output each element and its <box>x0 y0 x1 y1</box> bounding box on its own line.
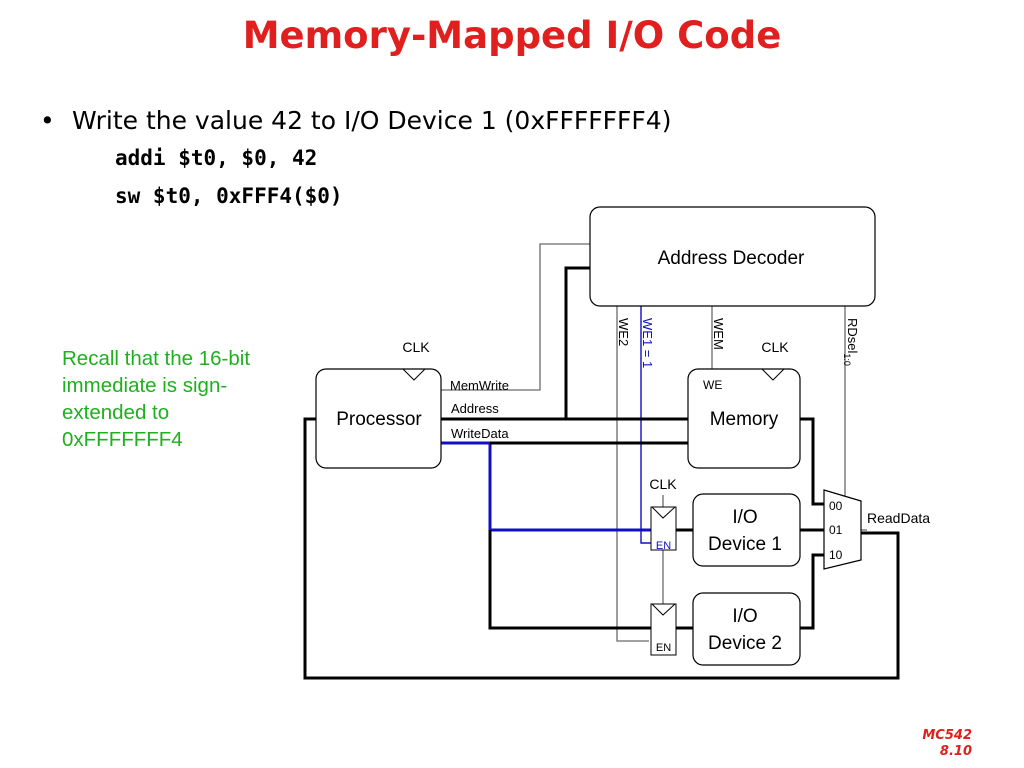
memory-clk-triangle <box>761 368 785 381</box>
io1-register-clk-triangle <box>651 506 676 519</box>
memory-label: Memory <box>710 409 779 430</box>
address-label: Address <box>451 401 499 416</box>
address-decoder-block <box>589 206 876 307</box>
we1-wire <box>640 306 651 544</box>
memory-block <box>687 368 801 469</box>
processor-clk-triangle <box>402 368 426 381</box>
active-wires <box>441 306 651 544</box>
io2-readdata <box>800 553 824 630</box>
code-line-addi: addi $t0, $0, 42 <box>115 146 318 170</box>
memwrite-label: MemWrite <box>450 378 509 393</box>
bullet-text: Write the value 42 to I/O Device 1 (0xFF… <box>72 106 672 135</box>
writedata-label: WriteData <box>451 426 509 441</box>
io-device-1-label-line2: Device 1 <box>708 534 782 555</box>
io-device-2-label-line2: Device 2 <box>708 633 782 654</box>
io2-register-clk-triangle <box>651 603 676 616</box>
code-line-sw: sw $t0, 0xFFF4($0) <box>115 184 343 208</box>
io-device-1-label-line1: I/O <box>732 507 757 528</box>
mux-input-01: 01 <box>829 523 843 537</box>
memory-readdata <box>800 417 824 506</box>
io-device-2-label-line1: I/O <box>732 606 757 627</box>
readdata-mux <box>823 489 862 570</box>
io1-en-label: EN <box>656 540 671 552</box>
processor-label: Processor <box>336 409 422 430</box>
io-device-1-block <box>692 493 801 567</box>
wem-label: WEM <box>711 318 726 350</box>
io-device-2-block <box>692 592 801 666</box>
slide-number: 8.10 <box>939 744 972 759</box>
processor-clk-label: CLK <box>402 339 430 355</box>
io2-enable-register <box>650 603 677 656</box>
slide-title: Memory-Mapped I/O Code <box>242 14 782 57</box>
immediate-note: Recall that the 16-bit immediate is sign… <box>62 347 251 451</box>
mux-input-10: 10 <box>829 548 843 562</box>
io2-en-label: EN <box>656 642 671 654</box>
bullet-icon: • <box>40 106 55 135</box>
rdsel-label: RDsel1:0 <box>842 318 860 366</box>
readdata-label: ReadData <box>867 510 930 526</box>
rdsel-subscript: 1:0 <box>842 353 852 366</box>
writedata-to-io2 <box>488 530 651 630</box>
bus-wires <box>303 266 900 680</box>
bullet-item: • Write the value 42 to I/O Device 1 (0xF… <box>40 106 671 135</box>
memwrite-wire <box>441 243 590 391</box>
io1-enable-register <box>650 506 677 551</box>
memory-clk-label: CLK <box>761 339 789 355</box>
rdsel-text: RDsel <box>845 318 860 354</box>
io1-clk-label: CLK <box>649 476 677 492</box>
slide-footer: MC542 8.10 <box>922 728 972 760</box>
address-to-decoder <box>564 266 590 419</box>
writedata-active-wire <box>441 441 651 532</box>
mux-input-00: 00 <box>829 499 843 513</box>
readdata-feedback <box>303 417 900 680</box>
we1-label: WE1 = 1 <box>640 318 655 368</box>
course-code: MC542 <box>922 728 972 743</box>
address-decoder-label: Address Decoder <box>658 248 805 269</box>
memory-we-label: WE <box>703 378 722 392</box>
we2-label: WE2 <box>616 318 631 346</box>
processor-block <box>315 368 442 469</box>
